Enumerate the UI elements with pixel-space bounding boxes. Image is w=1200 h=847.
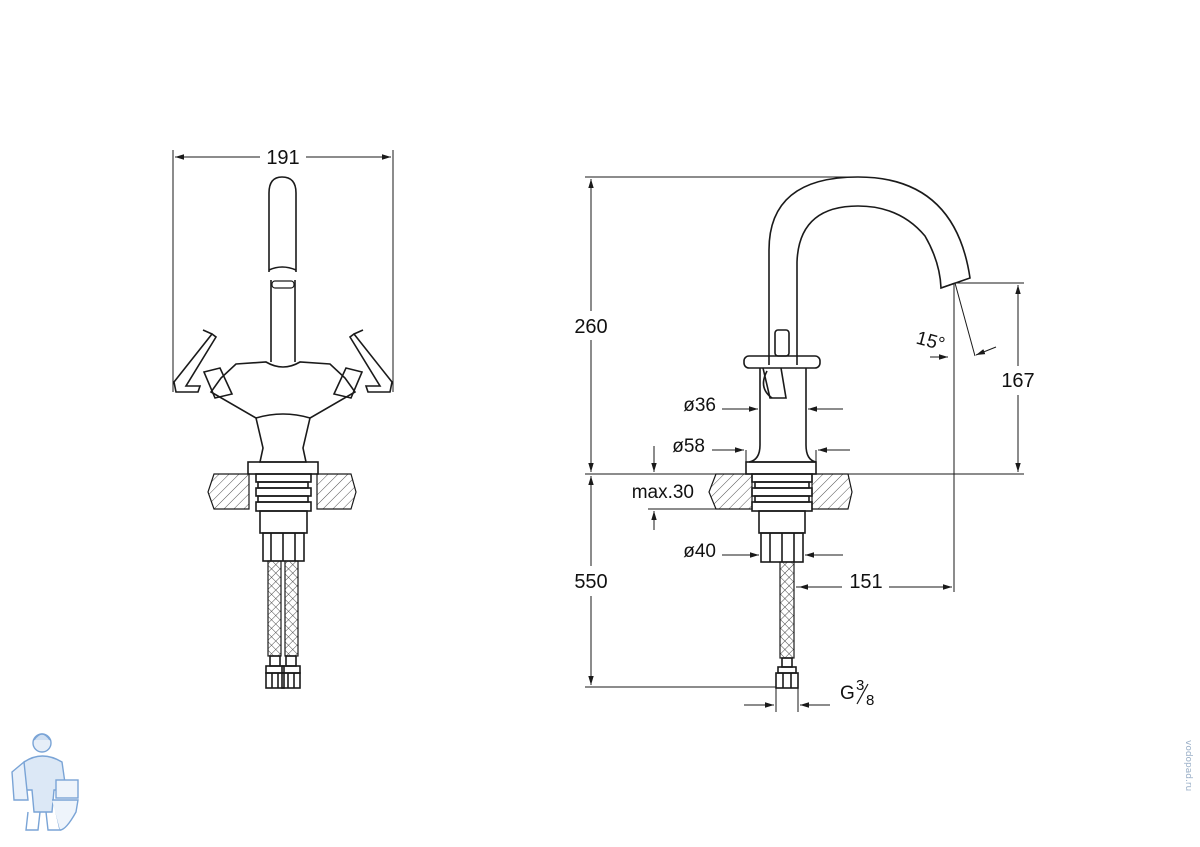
front-spout (268, 176, 297, 272)
side-handle (743, 329, 821, 399)
front-view: 191 (172, 147, 394, 689)
front-body (209, 361, 357, 463)
height-total-label: 260 (574, 316, 607, 338)
front-width-dimension (172, 150, 394, 392)
front-hose-right (284, 560, 299, 657)
front-right-handle (332, 329, 393, 399)
front-left-handle (173, 329, 234, 399)
shank-diameter-label: ø40 (683, 541, 716, 562)
side-body (748, 368, 817, 463)
spout-height-label: 167 (1001, 370, 1034, 392)
front-base (247, 461, 319, 475)
handle-diameter-label: ø36 (683, 395, 716, 416)
front-width-label: 191 (266, 147, 299, 169)
side-connector (775, 672, 799, 689)
front-aerator (271, 280, 295, 289)
connection-numerator: 3 (856, 677, 864, 694)
side-dimensions (585, 176, 1024, 712)
front-connector-left (265, 672, 285, 689)
reach-label: 151 (849, 571, 882, 593)
side-base (745, 461, 817, 475)
front-hose-left (267, 560, 282, 657)
connection-label: G (840, 683, 855, 704)
front-connector-right (281, 672, 301, 689)
side-hose (779, 561, 795, 659)
front-deck (207, 473, 250, 510)
base-diameter-label: ø58 (672, 436, 705, 457)
side-watermark: vodopad.ru (1183, 740, 1193, 791)
depth-below-label: 550 (574, 571, 607, 593)
side-view (708, 176, 971, 689)
angle-label: 15° (914, 328, 947, 356)
connection-denominator: 8 (866, 692, 874, 709)
side-deck (708, 473, 753, 510)
plumber-logo (11, 733, 79, 831)
deck-thickness-label: max.30 (632, 482, 694, 503)
